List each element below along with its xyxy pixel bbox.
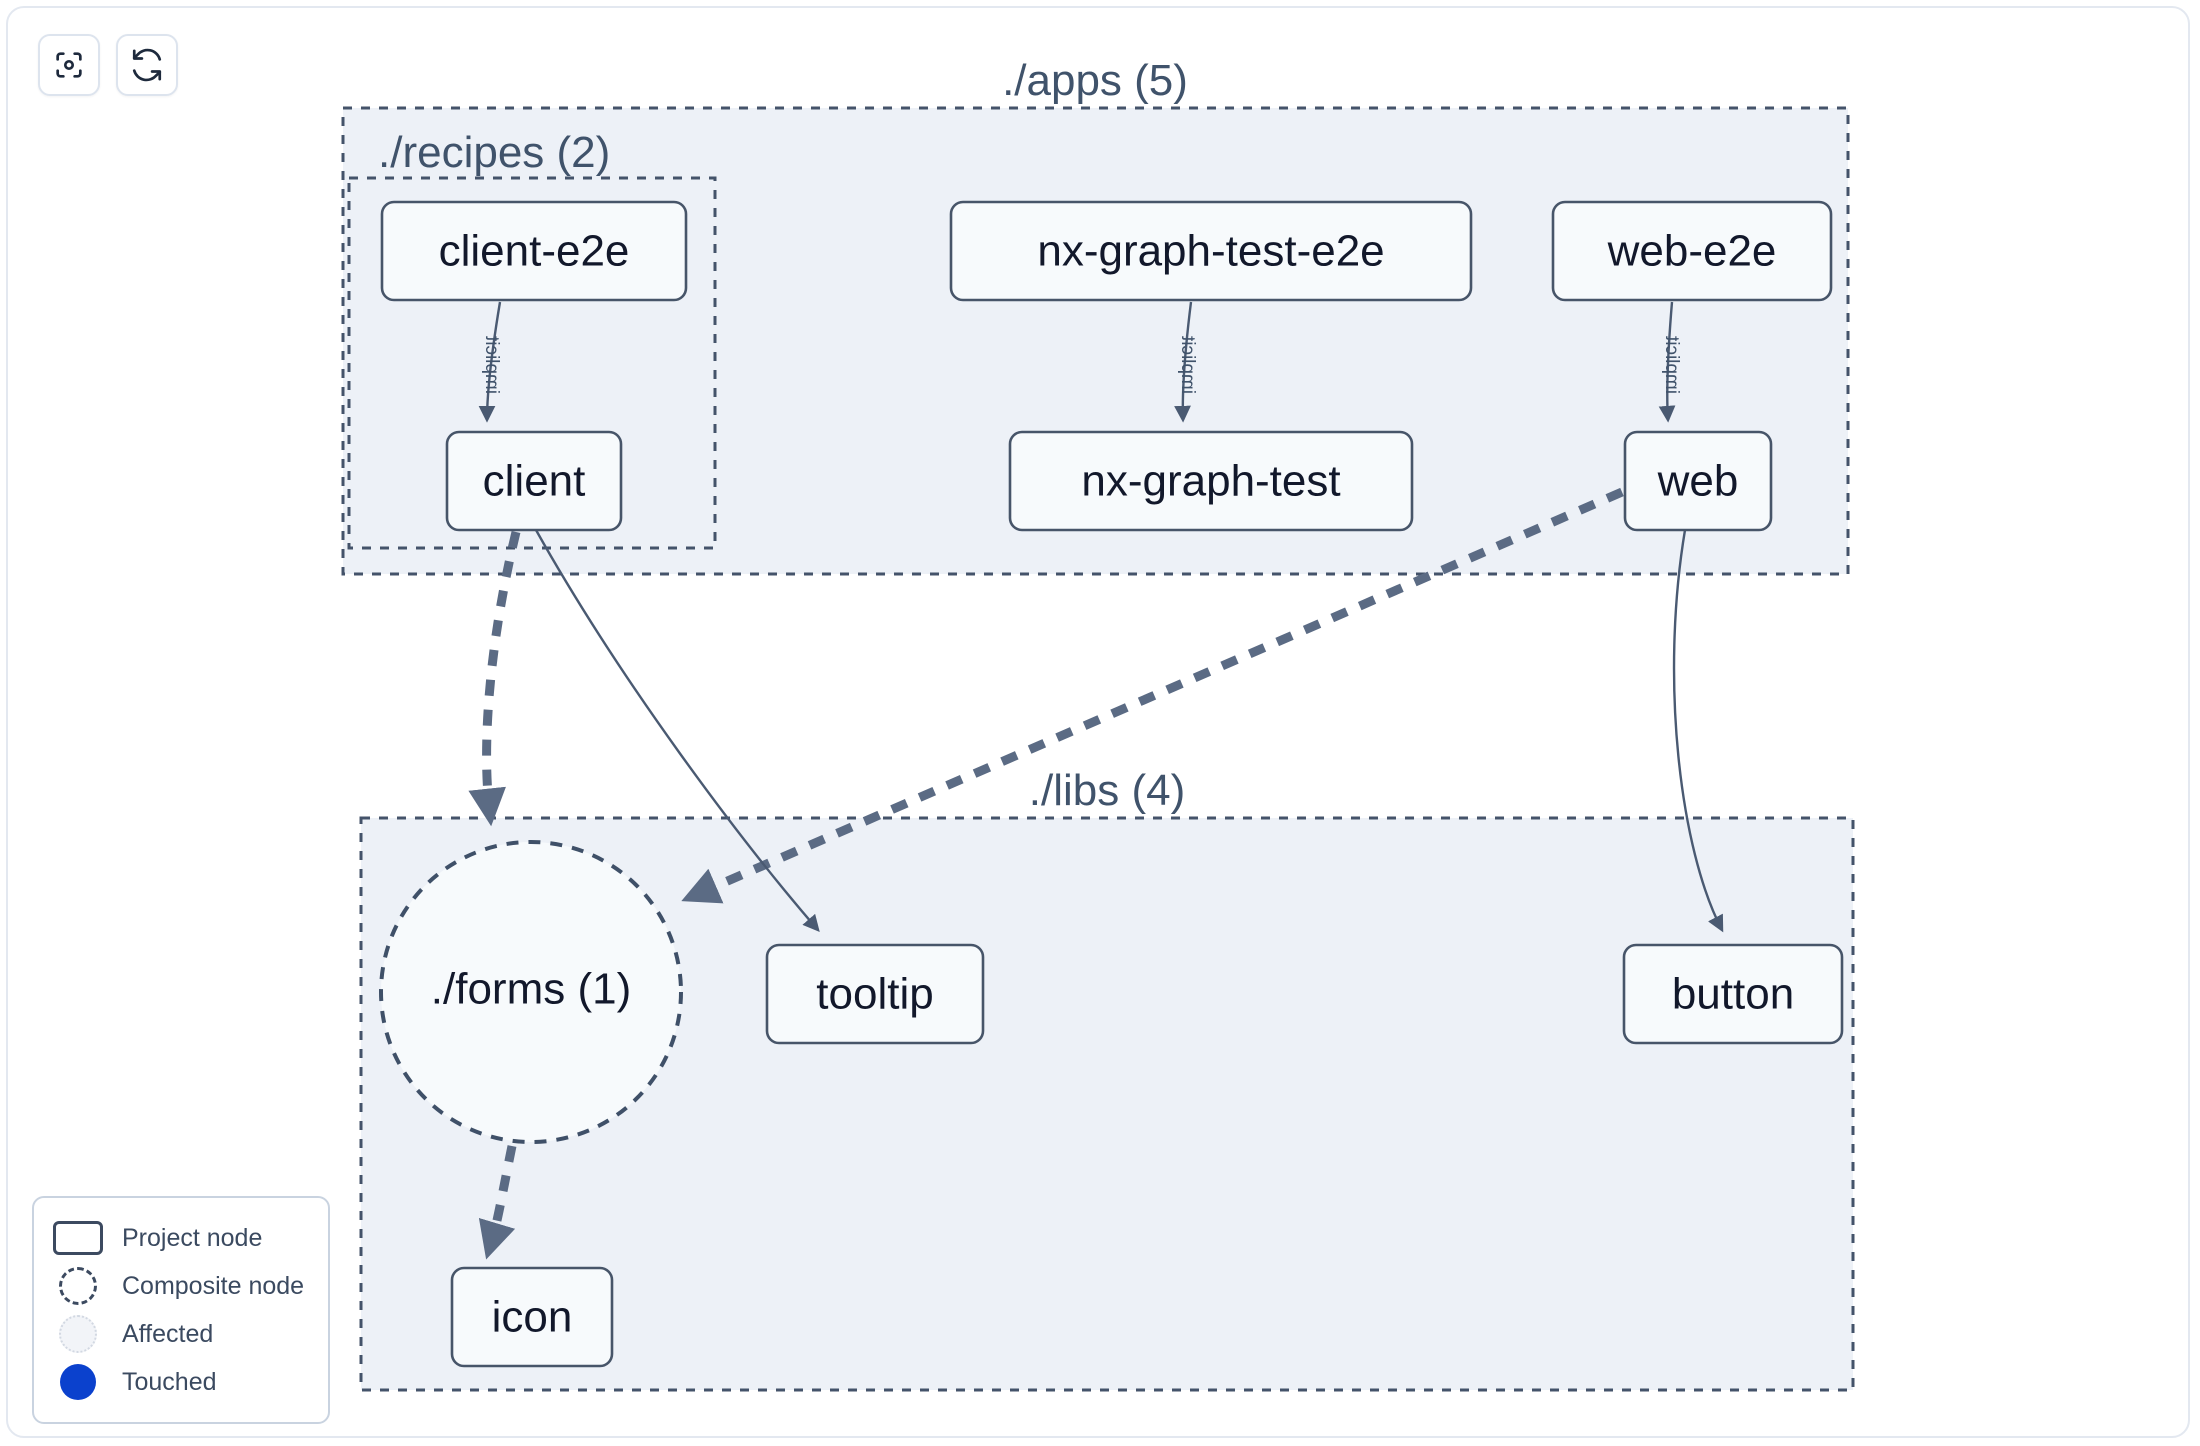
node-forms-shape: [379, 840, 683, 1144]
edge-forms-to-icon[interactable]: [478, 1145, 517, 1260]
legend-item-affected: Affected: [50, 1310, 310, 1358]
edge-client-to-tooltip[interactable]: [534, 529, 820, 933]
node-button[interactable]: button: [1622, 943, 1844, 1045]
edge-label-implicit-client: implicit: [481, 335, 502, 394]
node-web-e2e-shape: [1551, 200, 1833, 302]
legend-item-touched: Touched: [50, 1358, 310, 1406]
node-web-label: web: [1657, 457, 1739, 506]
node-icon-shape: [450, 1266, 614, 1368]
refresh-icon: [130, 48, 164, 82]
edge-client-to-forms[interactable]: [468, 530, 521, 827]
graph-nodes: client-e2e nx-graph-test-e2e web-e2e cli…: [379, 200, 1844, 1368]
node-nx-graph-test[interactable]: nx-graph-test: [1008, 430, 1414, 532]
legend-item-project: Project node: [50, 1214, 310, 1262]
group-apps-label: ./apps (5): [1002, 56, 1188, 105]
edge-nxgraphteste2e-to-nxgraphtest[interactable]: implicit: [1174, 301, 1198, 423]
node-button-label: button: [1672, 970, 1794, 1019]
legend-label-composite: Composite node: [122, 1271, 305, 1300]
node-web-e2e[interactable]: web-e2e: [1551, 200, 1833, 302]
edge-label-implicit-nxgraphtest: implicit: [1177, 335, 1198, 394]
node-client-e2e[interactable]: client-e2e: [380, 200, 688, 302]
edge-client-e2e-to-client[interactable]: implicit: [478, 301, 502, 423]
edge-web-e2e-to-web[interactable]: implicit: [1658, 301, 1682, 423]
node-icon-label: icon: [492, 1293, 573, 1342]
node-web[interactable]: web: [1623, 430, 1773, 532]
node-client-e2e-shape: [380, 200, 688, 302]
node-button-shape: [1622, 943, 1844, 1045]
node-nx-graph-test-e2e[interactable]: nx-graph-test-e2e: [949, 200, 1473, 302]
node-icon[interactable]: icon: [450, 1266, 614, 1368]
edge-web-to-button[interactable]: [1672, 529, 1724, 933]
edge-label-implicit-web: implicit: [1661, 335, 1682, 394]
touched-node-icon: [50, 1364, 106, 1400]
node-nx-graph-test-label: nx-graph-test: [1081, 457, 1340, 506]
graph-legend: Project node Composite node Affected Tou…: [32, 1196, 330, 1424]
legend-label-affected: Affected: [122, 1319, 214, 1348]
node-client-label: client: [483, 457, 586, 506]
composite-node-icon: [50, 1267, 106, 1305]
node-client-shape: [445, 430, 623, 532]
node-nx-graph-test-e2e-shape: [949, 200, 1473, 302]
refresh-graph-button[interactable]: [116, 34, 178, 96]
node-forms-label: ./forms (1): [431, 965, 631, 1014]
legend-label-project: Project node: [122, 1223, 263, 1252]
node-forms-composite[interactable]: ./forms (1): [379, 840, 683, 1144]
node-nx-graph-test-shape: [1008, 430, 1414, 532]
legend-label-touched: Touched: [122, 1367, 217, 1396]
project-node-icon: [50, 1221, 106, 1255]
focus-target-icon: [52, 48, 86, 82]
group-libs-label: ./libs (4): [1029, 766, 1185, 815]
node-web-e2e-label: web-e2e: [1607, 227, 1777, 276]
node-nx-graph-test-e2e-label: nx-graph-test-e2e: [1037, 227, 1384, 276]
node-web-shape: [1623, 430, 1773, 532]
node-client-e2e-label: client-e2e: [439, 227, 630, 276]
graph-edges: implicit implicit implicit: [468, 301, 1724, 1260]
affected-node-icon: [50, 1315, 106, 1353]
graph-toolbar: [38, 34, 178, 96]
node-tooltip-shape: [765, 943, 985, 1045]
group-recipes-label: ./recipes (2): [378, 128, 610, 177]
node-tooltip[interactable]: tooltip: [765, 943, 985, 1045]
node-tooltip-label: tooltip: [816, 970, 933, 1019]
node-client[interactable]: client: [445, 430, 623, 532]
focus-graph-button[interactable]: [38, 34, 100, 96]
legend-item-composite: Composite node: [50, 1262, 310, 1310]
